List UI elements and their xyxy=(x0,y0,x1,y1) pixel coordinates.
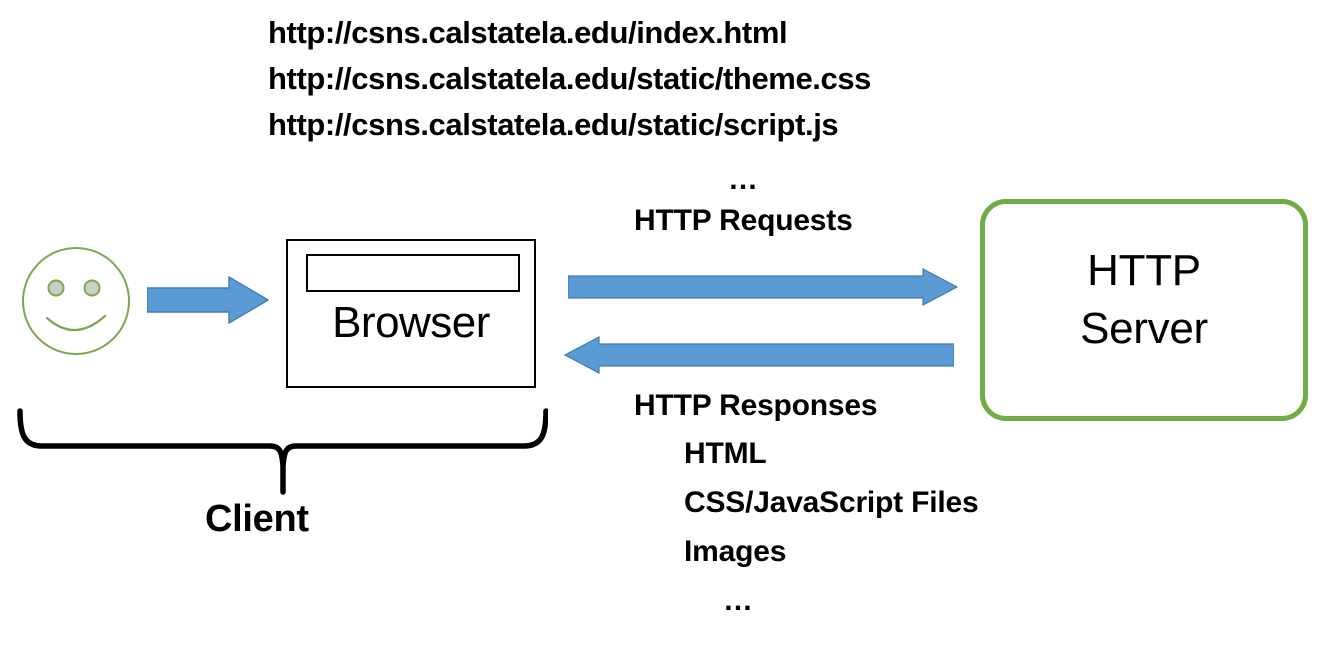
http-server-label-line1: HTTP xyxy=(1087,246,1201,295)
http-request-arrow-icon xyxy=(567,268,959,306)
client-label: Client xyxy=(205,498,309,540)
url-item: http://csns.calstatela.edu/static/theme.… xyxy=(268,61,872,96)
response-item: Images xyxy=(684,535,787,568)
url-list: http://csns.calstatela.edu/index.html ht… xyxy=(268,10,1028,148)
right-arrow-icon xyxy=(146,275,270,325)
response-item: CSS/JavaScript Files xyxy=(684,486,979,519)
requests-ellipsis: … xyxy=(728,163,758,196)
response-item: HTML xyxy=(684,437,767,470)
responses-ellipsis: … xyxy=(723,584,753,617)
http-requests-label: HTTP Requests xyxy=(634,204,853,237)
http-server-box: HTTP Server xyxy=(980,199,1308,421)
address-bar-input[interactable] xyxy=(306,254,520,292)
url-item: http://csns.calstatela.edu/index.html xyxy=(268,15,788,50)
browser-label: Browser xyxy=(332,298,490,347)
http-response-arrow-icon xyxy=(562,336,955,374)
url-item: http://csns.calstatela.edu/static/script… xyxy=(268,107,839,142)
browser-window: Browser xyxy=(286,239,536,388)
smiley-face-icon xyxy=(20,245,132,357)
http-responses-label: HTTP Responses xyxy=(634,389,878,422)
http-server-label-line2: Server xyxy=(1080,304,1208,353)
curly-brace-icon xyxy=(14,408,549,506)
http-server-label: HTTP Server xyxy=(985,242,1303,358)
